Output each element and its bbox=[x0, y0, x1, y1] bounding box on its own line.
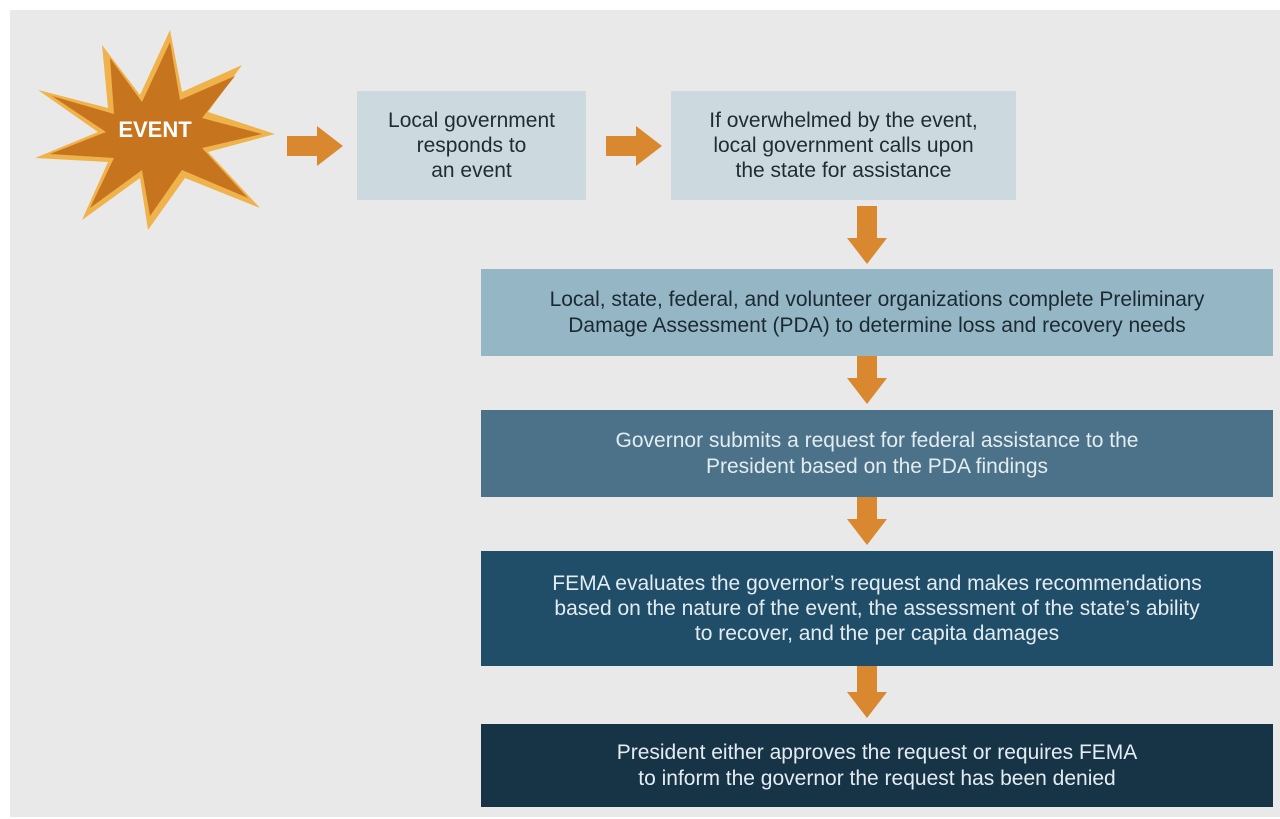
arrow-right-icon bbox=[287, 126, 343, 166]
event-label: EVENT bbox=[118, 117, 192, 142]
event-starburst-icon bbox=[35, 30, 275, 230]
arrow-down-icon bbox=[847, 206, 887, 264]
step-state-request: If overwhelmed by the event, local gover… bbox=[671, 91, 1016, 200]
step-president-decision: President either approves the request or… bbox=[481, 724, 1273, 807]
arrow-down-icon bbox=[847, 660, 887, 718]
arrow-down-icon bbox=[847, 487, 887, 545]
arrow-right-icon bbox=[606, 126, 662, 166]
arrow-down-icon bbox=[847, 346, 887, 404]
step-local-response: Local government responds to an event bbox=[357, 91, 586, 200]
step-pda: Local, state, federal, and volunteer org… bbox=[481, 269, 1273, 356]
step-fema-evaluation: FEMA evaluates the governor’s request an… bbox=[481, 551, 1273, 666]
starburst-inner bbox=[50, 42, 262, 216]
step-governor-request: Governor submits a request for federal a… bbox=[481, 410, 1273, 497]
